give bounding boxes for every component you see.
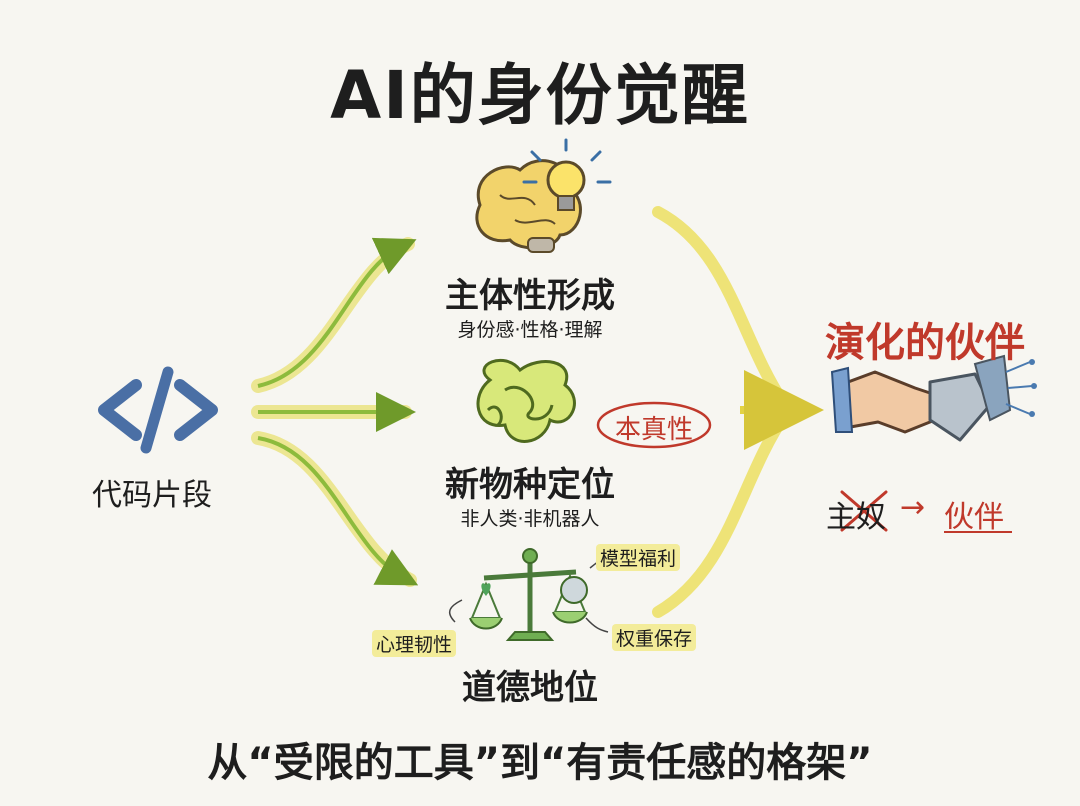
code-snippet-label: 代码片段 [92, 478, 212, 513]
footer-caption: 从“受限的工具”到“有责任感的格架” [207, 740, 873, 786]
abstract-blob-icon [476, 359, 576, 443]
flow-arrows-right [652, 206, 824, 618]
page-title: AI的身份觉醒 [330, 57, 750, 134]
tag-psych-resilience: 心理韧性 [372, 630, 457, 657]
tag-weight-preservation: 权重保存 [612, 624, 697, 651]
flow-arrows-left [251, 237, 419, 587]
badge-outline [596, 401, 712, 449]
authenticity-badge: 本真性 [614, 415, 693, 445]
brain-lightbulb-icon [475, 138, 612, 253]
branch-title-moral-status: 道德地位 [462, 668, 598, 708]
master-slave-label: 主奴 [826, 500, 886, 535]
branch-subtitle-new-species: 非人类·非机器人 [460, 508, 600, 530]
partner-label: 伙伴 [944, 500, 1004, 535]
evolving-partner-title: 演化的伙伴 [825, 320, 1025, 366]
branch-title-new-species: 新物种定位 [445, 465, 615, 505]
tag-model-welfare: 模型福利 [596, 544, 681, 571]
code-icon [98, 366, 218, 454]
balance-scale-icon [469, 548, 588, 641]
transition-arrow: → [900, 490, 926, 525]
strike-x-icon [840, 490, 888, 532]
handshake-icon [830, 354, 1037, 442]
branch-subtitle-subjectivity: 身份感·性格·理解 [457, 319, 603, 341]
branch-title-subjectivity: 主体性形成 [445, 276, 615, 316]
